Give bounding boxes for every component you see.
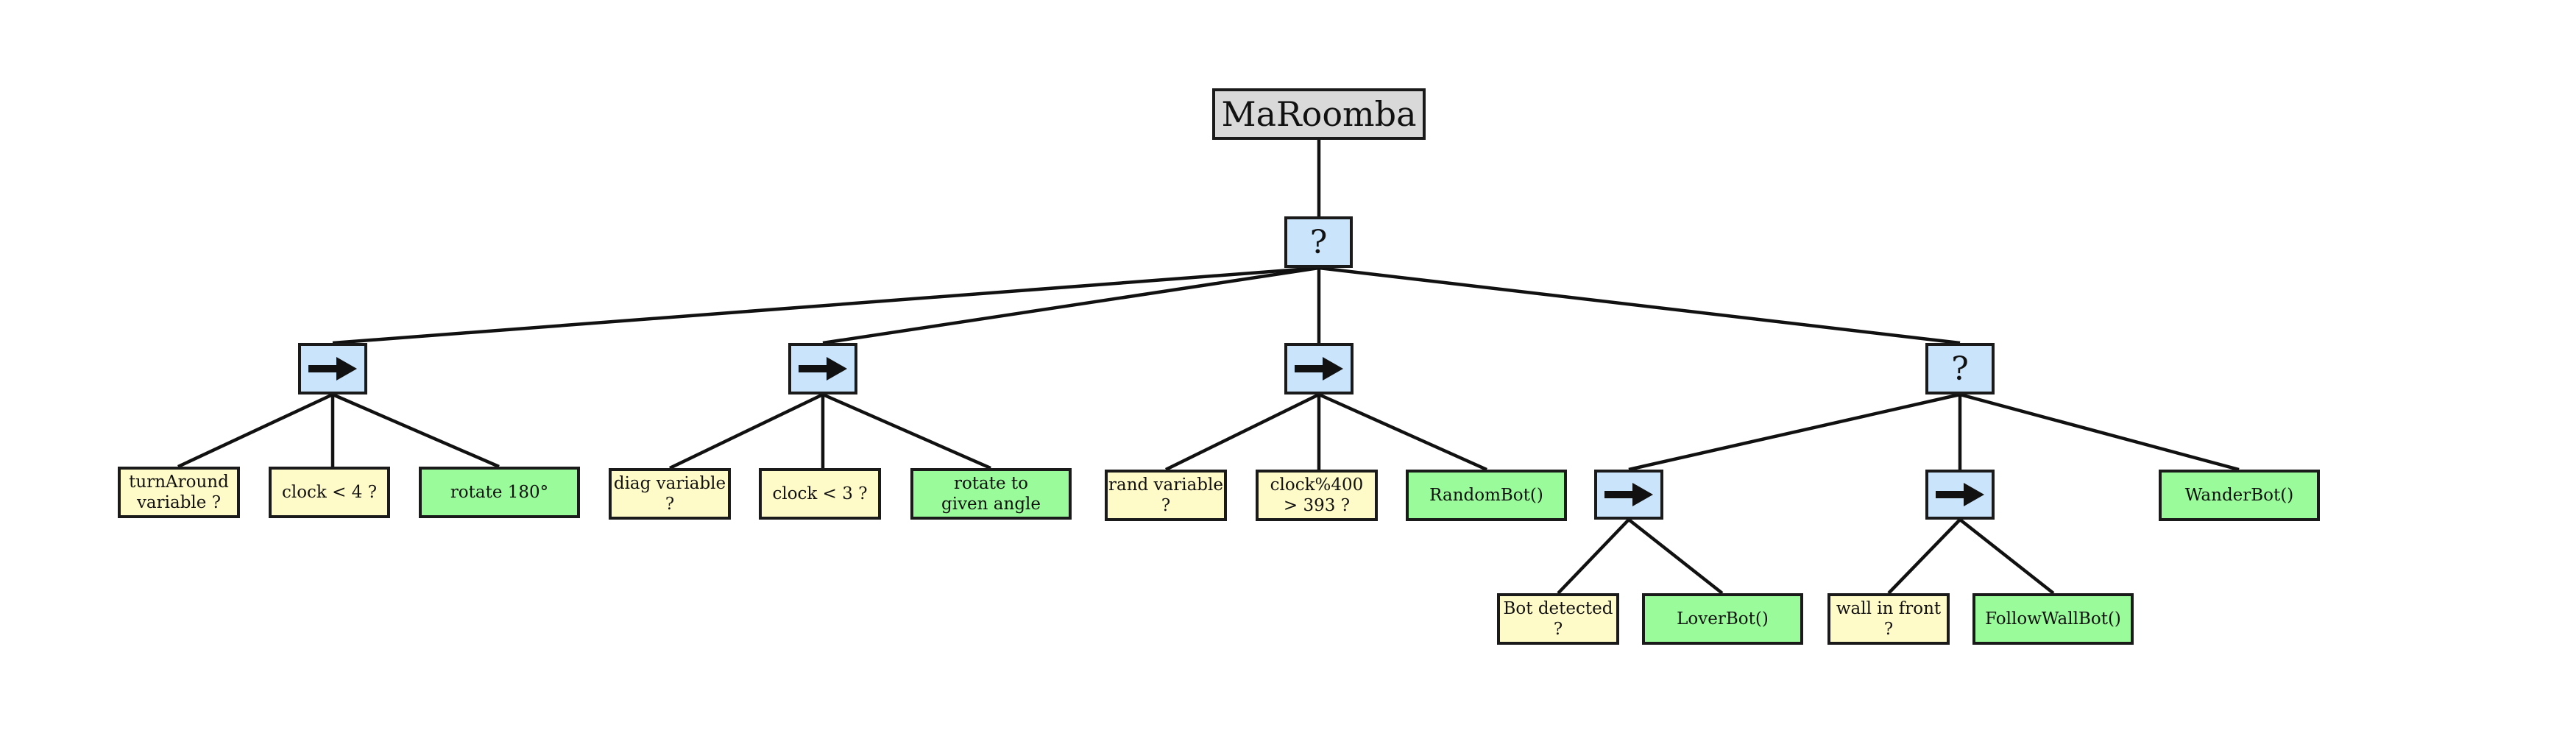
edge-seq5-action bbox=[1958, 518, 2055, 595]
right-arrow-icon bbox=[1936, 483, 1984, 506]
edge-sel2-seq4 bbox=[1628, 392, 1961, 472]
right-arrow-icon bbox=[799, 357, 847, 381]
condition-clock-lt-3: clock < 3 ? bbox=[759, 468, 881, 520]
condition-diag-variable: diag variable ? bbox=[609, 468, 731, 520]
sequence-node-5 bbox=[1925, 470, 1995, 520]
condition-turnaround: turnAround variable ? bbox=[118, 467, 240, 518]
selector-node: ? bbox=[1284, 216, 1353, 268]
sequence-node-4 bbox=[1594, 470, 1663, 520]
action-rotate-180: rotate 180° bbox=[419, 467, 580, 518]
condition-clock-lt-4: clock < 4 ? bbox=[269, 467, 390, 518]
sequence-node-2 bbox=[788, 343, 857, 394]
edge-seq2-action bbox=[822, 392, 991, 470]
edge-sel2-wander bbox=[1959, 392, 2240, 472]
edge-seq4-cond bbox=[1557, 518, 1630, 595]
edge-selector-seq1 bbox=[332, 266, 1320, 345]
action-randombot: RandomBot() bbox=[1406, 470, 1567, 521]
edge-seq5-cond bbox=[1887, 518, 1961, 595]
selector-label: ? bbox=[1309, 223, 1328, 261]
right-arrow-icon bbox=[308, 357, 357, 381]
selector-node-2: ? bbox=[1925, 343, 1995, 394]
sequence-node-1 bbox=[298, 343, 367, 394]
edge-seq2-cond1 bbox=[669, 392, 824, 470]
root-label: MaRoomba bbox=[1221, 94, 1417, 134]
edge-seq1-action bbox=[332, 392, 500, 469]
selector-2-label: ? bbox=[1951, 350, 1969, 388]
sequence-node-3 bbox=[1284, 343, 1354, 394]
edge-selector-seq2 bbox=[822, 266, 1320, 345]
edge-selector-sel2 bbox=[1318, 266, 1961, 345]
action-wanderbot: WanderBot() bbox=[2159, 470, 2320, 521]
edge-seq3-action bbox=[1318, 392, 1487, 472]
edge-seq1-cond1 bbox=[177, 392, 333, 469]
right-arrow-icon bbox=[1295, 357, 1343, 381]
edge-seq4-action bbox=[1627, 518, 1724, 595]
action-loverbot: LoverBot() bbox=[1642, 593, 1803, 645]
condition-rand-variable: rand variable ? bbox=[1105, 470, 1227, 521]
condition-wall-in-front: wall in front ? bbox=[1827, 593, 1950, 645]
condition-bot-detected: Bot detected ? bbox=[1497, 593, 1619, 645]
action-rotate-to-angle: rotate to given angle bbox=[910, 468, 1072, 520]
root-node: MaRoomba bbox=[1212, 88, 1426, 140]
edge-seq3-cond1 bbox=[1165, 392, 1320, 472]
action-followwallbot: FollowWallBot() bbox=[1972, 593, 2134, 645]
right-arrow-icon bbox=[1604, 483, 1653, 506]
condition-clock-mod: clock%400 > 393 ? bbox=[1256, 470, 1378, 521]
